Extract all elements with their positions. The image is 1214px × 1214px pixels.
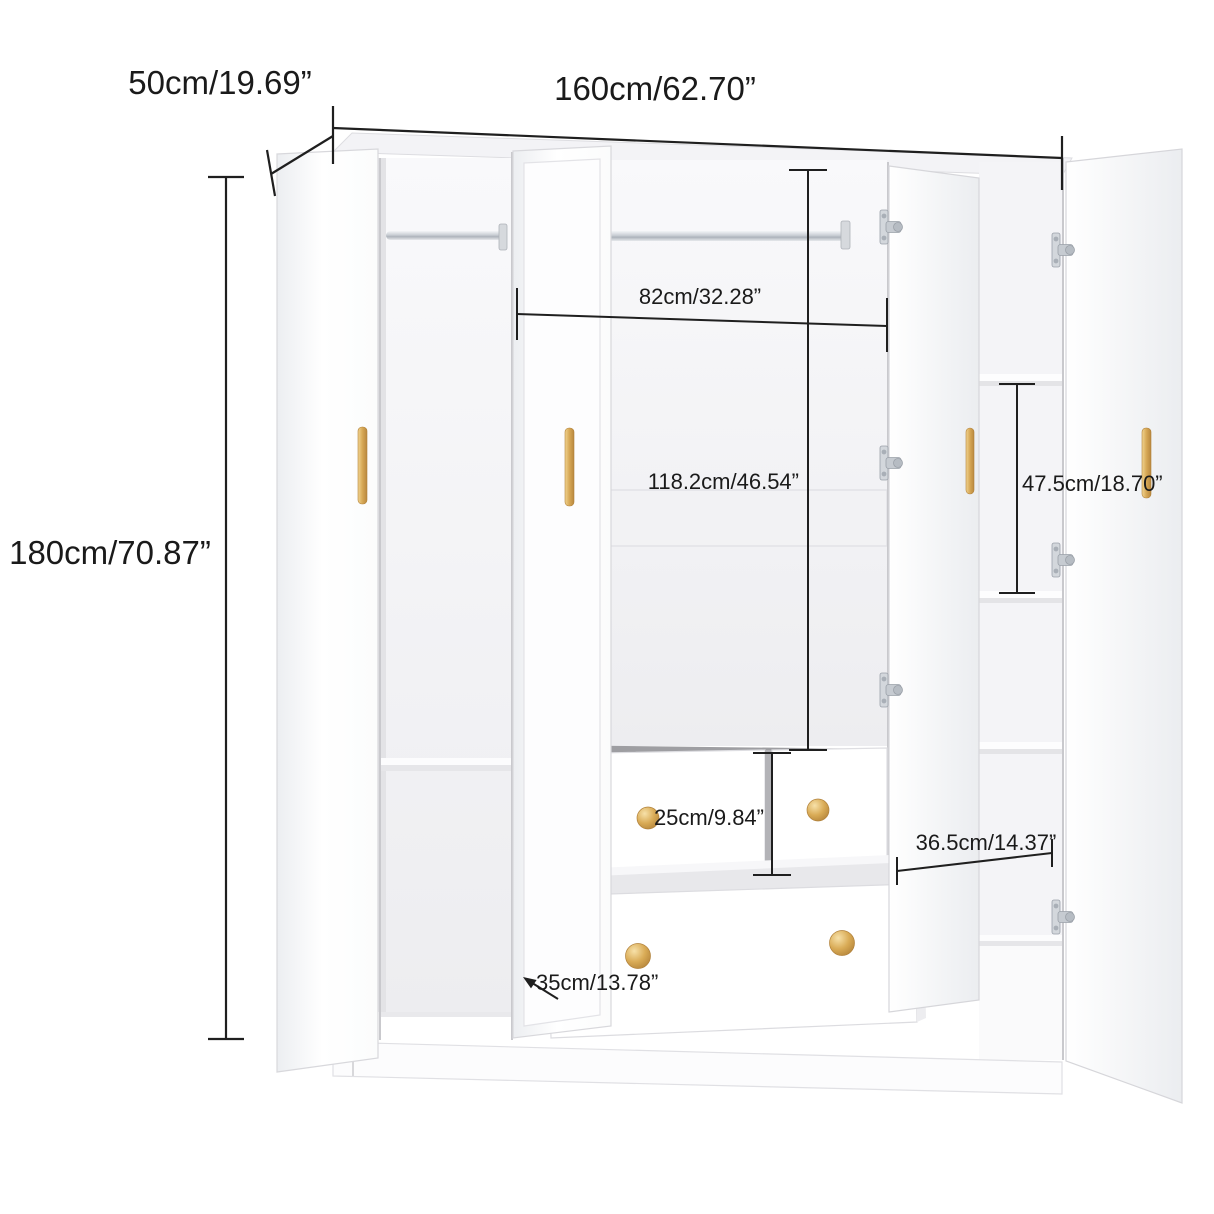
- dim-depth: 50cm/19.69”: [128, 64, 334, 197]
- rod-bracket: [840, 220, 851, 250]
- right-compartment-back: [979, 162, 1062, 945]
- dim-right-drawer-width-label: 36.5cm/14.37”: [916, 830, 1057, 855]
- dim-right-drawer-width: 36.5cm/14.37”: [896, 830, 1057, 885]
- dim-right-shelf-spacing-label: 47.5cm/18.70”: [1022, 471, 1163, 496]
- dim-height-label: 180cm/70.87”: [9, 534, 211, 571]
- right-shelf-3: [979, 742, 1062, 749]
- right-floor-shadow: [979, 941, 1062, 946]
- drawer-front-top-right: [771, 747, 888, 871]
- doors: [276, 145, 1183, 1104]
- dim-hanging-space-height-label: 118.2cm/46.54”: [648, 469, 799, 494]
- door-mid-right-open: [888, 165, 980, 1013]
- arrow-head-icon: [523, 977, 537, 989]
- dim-width: 160cm/62.70”: [331, 70, 1064, 190]
- drawer-gap: [765, 750, 772, 872]
- dim-right-shelf-spacing: 47.5cm/18.70”: [999, 383, 1163, 594]
- right-shelf-2-shadow: [979, 598, 1062, 603]
- dimension-annotations: 160cm/62.70” 50cm/19.69” 180cm/70.87” 82…: [9, 64, 1163, 1041]
- dim-drawer-depth: 35cm/13.78”: [523, 970, 658, 1000]
- dim-hanging-space-height: 118.2cm/46.54”: [648, 169, 827, 751]
- dim-width-label: 160cm/62.70”: [554, 70, 756, 107]
- left-shelf-shadow: [380, 765, 512, 771]
- door-left-open: [276, 148, 379, 1073]
- door-inner-panel: [523, 158, 601, 1027]
- right-compartment: [979, 162, 1062, 1060]
- left-compartment-back: [382, 158, 512, 1012]
- plinth: [332, 1041, 1063, 1095]
- door-right-open: [1065, 148, 1183, 1104]
- drawer-knob: [625, 943, 651, 969]
- hanging-rod-left: [386, 231, 506, 240]
- dim-height: 180cm/70.87”: [9, 175, 244, 1041]
- dim-drawer-height-label: 25cm/9.84”: [654, 805, 764, 830]
- left-compartment-side-shadow: [378, 158, 386, 1012]
- dim-middle-opening-width: 82cm/32.28”: [516, 284, 888, 352]
- drawer-knob: [829, 930, 855, 956]
- left-compartment: [378, 158, 512, 1017]
- rod-bracket: [498, 223, 508, 251]
- left-shelf: [380, 758, 512, 765]
- dim-depth-label: 50cm/19.69”: [128, 64, 311, 101]
- drawer-knob: [636, 806, 660, 830]
- door-handle-gold: [357, 426, 368, 505]
- right-compartment-floor: [979, 935, 1062, 941]
- door-handle-gold: [965, 427, 975, 495]
- dim-middle-opening-width-label: 82cm/32.28”: [639, 284, 761, 309]
- dim-drawer-depth-label: 35cm/13.78”: [536, 970, 658, 995]
- drawer-bottom-assembly: [547, 854, 926, 1039]
- left-compartment-floor: [380, 1012, 512, 1017]
- right-shelf-1: [979, 374, 1062, 381]
- dim-drawer-height: 25cm/9.84”: [654, 752, 791, 876]
- right-base-front: [979, 946, 1062, 1060]
- right-shelf-3-shadow: [979, 749, 1062, 754]
- wardrobe-illustration: [276, 132, 1183, 1104]
- door-handle-gold: [564, 427, 575, 507]
- right-shelf-2: [979, 591, 1062, 598]
- drawer-knob: [806, 798, 830, 822]
- door-handle-gold: [1141, 427, 1152, 499]
